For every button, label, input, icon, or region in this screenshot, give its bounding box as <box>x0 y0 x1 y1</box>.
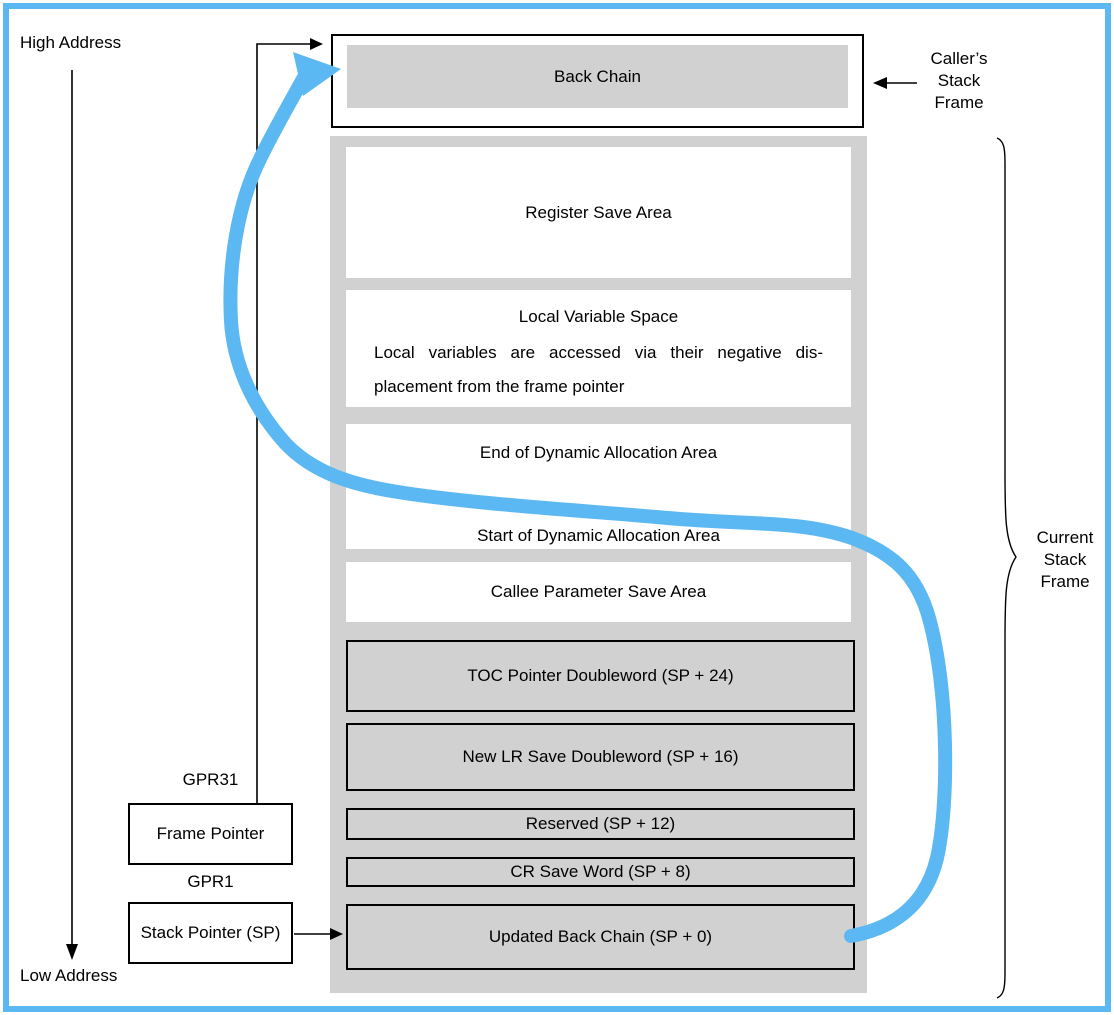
new-lr-save-slot: New LR Save Doubleword (SP + 16) <box>346 723 855 791</box>
reserved-slot: Reserved (SP + 12) <box>346 808 855 840</box>
gpr31-label: GPR31 <box>182 770 239 789</box>
cr-save-word-slot: CR Save Word (SP + 8) <box>346 857 855 887</box>
local-variable-space-slot: Local Variable Space Local variables are… <box>346 290 851 407</box>
dynamic-allocation-area-slot: End of Dynamic Allocation Area Start of … <box>346 424 851 549</box>
callers-stack-frame-label: Caller’s Stack Frame <box>930 49 988 112</box>
current-stack-frame-container: Register Save Area Local Variable Space … <box>330 136 867 993</box>
address-direction-arrow <box>66 70 78 960</box>
callee-parameter-save-area-slot: Callee Parameter Save Area <box>346 562 851 622</box>
updated-back-chain-slot: Updated Back Chain (SP + 0) <box>346 904 855 970</box>
local-variable-title: Local Variable Space <box>518 307 679 326</box>
current-stack-frame-label: Current Stack Frame <box>1036 528 1094 591</box>
register-save-area-slot: Register Save Area <box>346 147 851 278</box>
low-address-label: Low Address <box>20 966 118 985</box>
high-address-label: High Address <box>20 33 122 52</box>
back-chain-box: Back Chain <box>331 34 864 128</box>
frame-pointer-box: Frame Pointer <box>128 803 293 865</box>
back-chain-cell: Back Chain <box>347 45 848 108</box>
toc-pointer-slot: TOC Pointer Doubleword (SP + 24) <box>346 640 855 712</box>
dynamic-end-label: End of Dynamic Allocation Area <box>479 443 718 462</box>
caller-frame-arrow <box>873 77 917 89</box>
current-frame-brace <box>996 137 1017 999</box>
gpr1-label: GPR1 <box>187 872 234 891</box>
local-variable-description: Local variables are accessed via their n… <box>374 343 823 396</box>
back-chain-label: Back Chain <box>554 66 641 86</box>
stack-pointer-box: Stack Pointer (SP) <box>128 902 293 964</box>
dynamic-start-label: Start of Dynamic Allocation Area <box>477 526 720 545</box>
frame-pointer-arrow <box>256 38 323 803</box>
